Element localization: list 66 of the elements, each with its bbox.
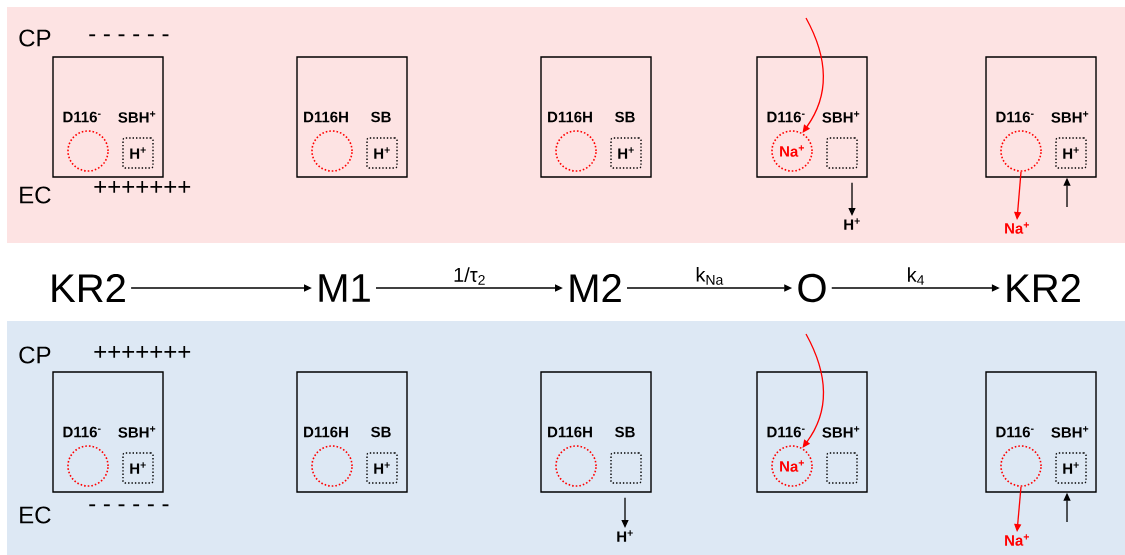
residue-label: D116$^{-}$ <box>767 426 805 438</box>
incoming-arrow <box>802 333 825 448</box>
state-label: O <box>798 273 826 303</box>
side-label: CP <box>19 29 51 47</box>
side-label: CP <box>19 346 51 364</box>
residue-label: D116H <box>304 426 348 438</box>
arrow <box>375 284 563 292</box>
dotted-square <box>826 452 858 484</box>
residue-label: SB <box>615 426 635 438</box>
arrow <box>1014 486 1022 532</box>
residue-label: D116$^{-}$ <box>63 426 101 438</box>
residue-label: SBH$^{+}$ <box>118 111 156 123</box>
ion-label: Na$^{+}$ <box>1005 222 1029 234</box>
residue-label: SBH$^{+}$ <box>118 426 156 438</box>
dotted-square <box>610 452 642 484</box>
residue-label: D116H <box>304 111 348 123</box>
ion-label: H$^{+}$ <box>844 218 860 230</box>
ion-label: H$^{+}$ <box>617 530 633 542</box>
residue-label: D116H <box>548 111 592 123</box>
side-label: - - - - - - <box>89 34 169 37</box>
state-label: KR2 <box>1007 274 1080 302</box>
dotted-circle <box>67 445 109 487</box>
arrow <box>130 284 312 292</box>
dotted-square: H$^{+}$ <box>366 452 398 484</box>
band-background <box>7 7 1125 243</box>
side-label: - - - - - - <box>89 504 169 507</box>
dotted-circle <box>67 130 109 172</box>
dotted-square: H$^{+}$ <box>1055 452 1087 484</box>
residue-label: SB <box>371 426 391 438</box>
residue-label: D116$^{-}$ <box>996 111 1034 123</box>
dotted-circle <box>1000 130 1042 172</box>
residue-label: SBH$^{+}$ <box>822 111 860 123</box>
residue-label: SB <box>615 111 635 123</box>
side-label: EC <box>20 506 51 524</box>
state-label: KR2 <box>52 274 125 302</box>
band-background <box>7 321 1125 555</box>
dotted-circle <box>311 130 353 172</box>
residue-label: D116$^{-}$ <box>767 111 805 123</box>
edge-label: k$_{4}$ <box>908 267 925 285</box>
state-label: M1 <box>319 274 370 302</box>
ion-label: Na$^{+}$ <box>1005 534 1029 546</box>
residue-label: SBH$^{+}$ <box>1051 426 1089 438</box>
residue-label: SB <box>371 111 391 123</box>
dotted-circle <box>555 445 597 487</box>
dotted-square: H$^{+}$ <box>122 137 154 169</box>
residue-label: SBH$^{+}$ <box>822 426 860 438</box>
dotted-square: H$^{+}$ <box>1055 137 1087 169</box>
side-label: +++++++ <box>94 346 191 358</box>
side-label: +++++++ <box>94 181 191 193</box>
dotted-circle <box>555 130 597 172</box>
dotted-square: H$^{+}$ <box>610 137 642 169</box>
state-label: M2 <box>570 274 621 302</box>
edge-label: 1/τ$_{2}$ <box>454 267 485 285</box>
dotted-circle <box>1000 445 1042 487</box>
residue-label: D116H <box>548 426 592 438</box>
residue-label: D116$^{-}$ <box>63 111 101 123</box>
dotted-square: H$^{+}$ <box>366 137 398 169</box>
incoming-arrow <box>802 17 824 133</box>
dotted-square: H$^{+}$ <box>122 452 154 484</box>
residue-label: D116$^{-}$ <box>996 426 1034 438</box>
dotted-square <box>826 137 858 169</box>
arrow <box>1014 171 1022 220</box>
side-label: EC <box>20 186 51 204</box>
edge-label: k$_{Na}$ <box>696 267 724 285</box>
residue-label: SBH$^{+}$ <box>1051 111 1089 123</box>
dotted-circle <box>311 445 353 487</box>
